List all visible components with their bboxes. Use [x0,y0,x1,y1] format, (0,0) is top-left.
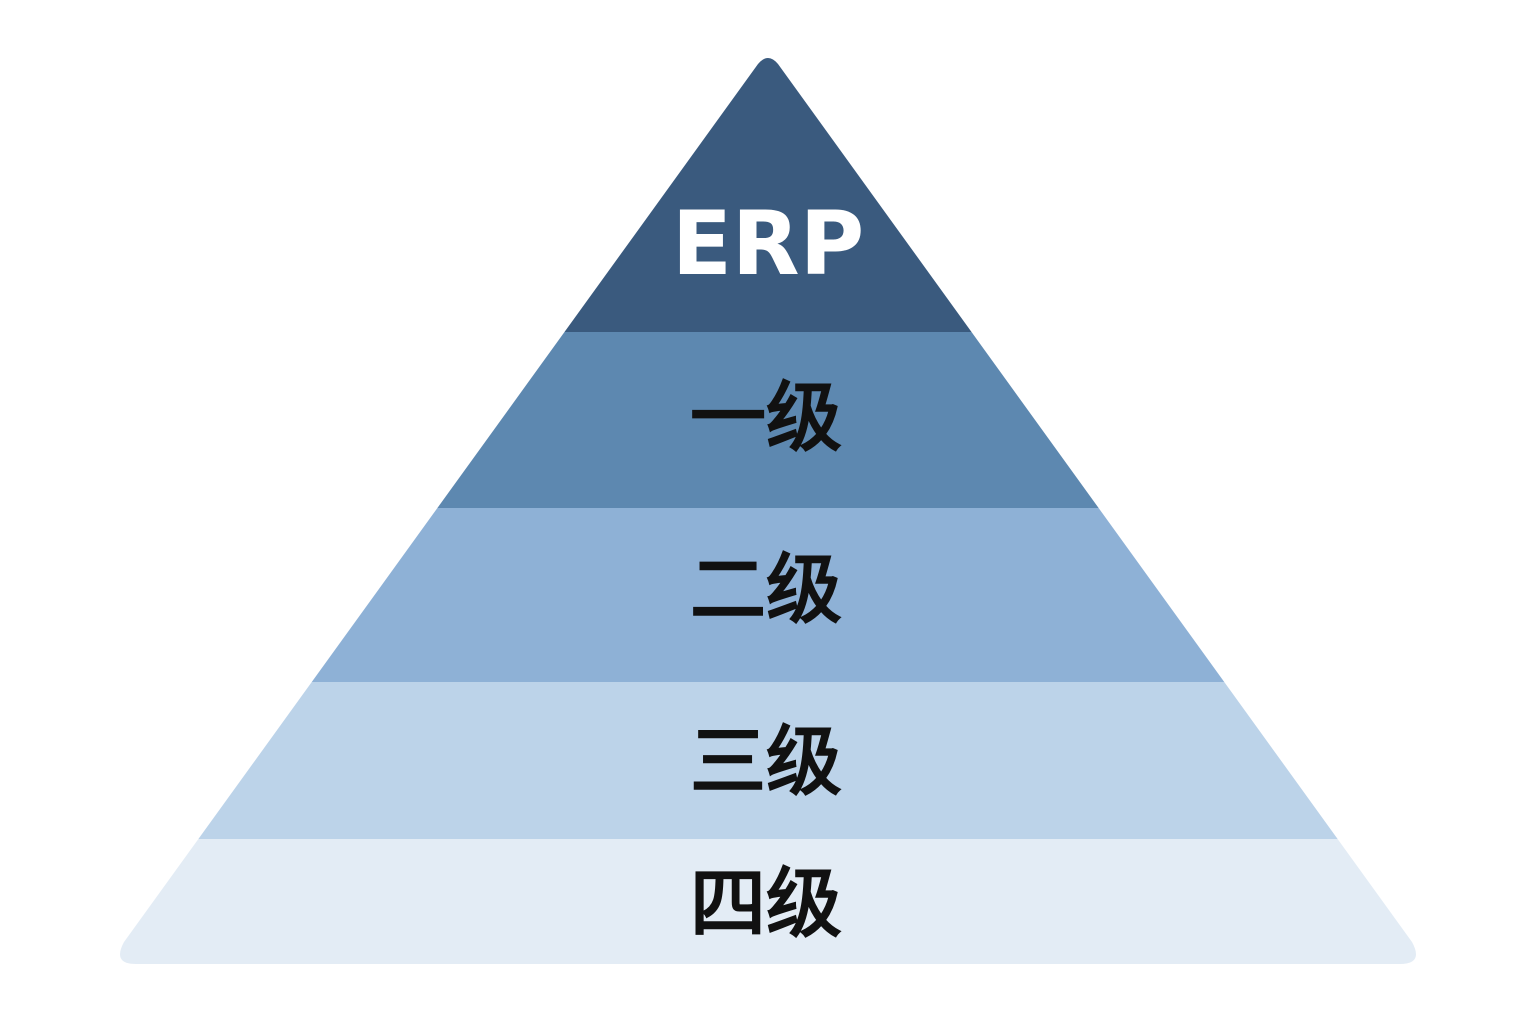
pyramid-level-3 [120,682,1416,839]
level-label-4: 四级 [690,859,842,948]
level-label-1: 一级 [690,373,842,462]
pyramid-level-4 [120,839,1416,964]
level-label-2: 二级 [690,545,842,634]
level-label-erp: ERP [672,192,864,295]
level-label-3: 三级 [690,717,842,806]
